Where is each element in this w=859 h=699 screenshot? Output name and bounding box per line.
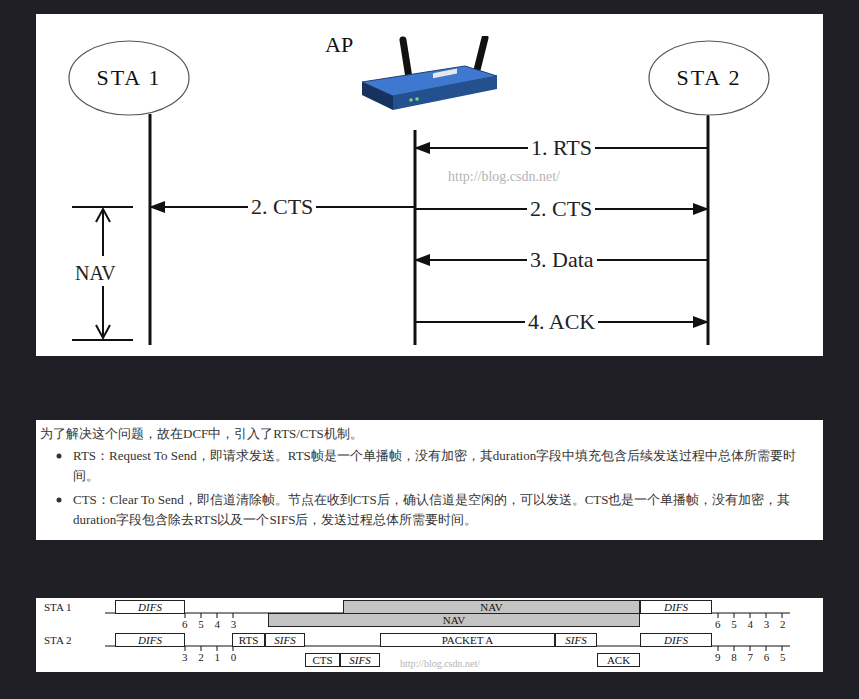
node-text: DIFS xyxy=(138,635,162,646)
nav-bar: NAV xyxy=(343,600,640,614)
sifs-interval: SIFS xyxy=(265,633,305,647)
data-packet: PACKET A xyxy=(380,633,555,647)
message-arrow xyxy=(415,130,708,322)
message-label: 3. Data xyxy=(527,248,597,272)
row-label: STA 1 xyxy=(44,601,72,614)
node-text: SIFS xyxy=(565,635,586,646)
backoff-count: 3 2 1 0 xyxy=(182,651,240,664)
watermark: http://blog.csdn.net/ xyxy=(448,169,560,185)
backoff-count: 6 5 4 3 2 xyxy=(715,618,790,631)
message-label: 4. ACK xyxy=(525,310,598,334)
node-text: AP xyxy=(325,32,353,58)
nav-bracket xyxy=(72,207,133,340)
watermark: http://blog.csdn.net/ xyxy=(400,658,480,670)
station-circle: STA 2 xyxy=(648,40,770,116)
node-text: DIFS xyxy=(664,635,688,646)
nav-bar: NAV xyxy=(268,613,640,627)
backoff-count: 6 5 4 3 xyxy=(182,618,240,631)
access-point: AP xyxy=(325,32,505,130)
sifs-interval: SIFS xyxy=(340,653,380,667)
node-text: SIFS xyxy=(349,655,370,666)
bullet-dots xyxy=(57,454,62,503)
rts-frame: RTS xyxy=(232,633,265,647)
timing-lines xyxy=(105,613,790,651)
station-circle: STA 1 xyxy=(68,40,190,116)
message-arrow xyxy=(415,115,708,260)
node-text: DIFS xyxy=(664,602,688,613)
bullet-text: RTS：Request To Send，即请求发送。RTS帧是一个单播帧，没有加… xyxy=(73,446,813,486)
circle-outline xyxy=(649,41,769,115)
lifelines xyxy=(150,114,708,345)
difs-interval: DIFS xyxy=(115,600,185,614)
circle-outline xyxy=(69,41,189,115)
router-icon xyxy=(347,36,497,116)
message-label: 2. CTS xyxy=(248,195,316,219)
cts-frame: CTS xyxy=(305,653,340,667)
node-text: NAV xyxy=(443,615,465,626)
node-text: NAV xyxy=(480,602,502,613)
difs-interval: DIFS xyxy=(640,633,712,647)
node-text: ACK xyxy=(607,655,630,666)
difs-interval: DIFS xyxy=(640,600,712,614)
intro-text: 为了解决这个问题，故在DCF中，引入了RTS/CTS机制。 xyxy=(40,424,810,444)
backoff-count: 9 8 7 6 5 xyxy=(715,651,790,664)
message-label: 1. RTS xyxy=(528,136,595,160)
node-text: STA 2 xyxy=(676,65,741,91)
difs-interval: DIFS xyxy=(115,633,185,647)
node-text: DIFS xyxy=(138,602,162,613)
nav-label: NAV xyxy=(73,262,118,285)
message-label: 2. CTS xyxy=(527,197,595,221)
node-text: CTS xyxy=(312,655,332,666)
bullet-text: CTS：Clear To Send，即信道清除帧。节点在收到CTS后，确认信道是… xyxy=(73,490,813,530)
node-text: STA 1 xyxy=(96,65,161,91)
node-text: PACKET A xyxy=(442,635,494,646)
sifs-interval: SIFS xyxy=(555,633,597,647)
row-label: STA 2 xyxy=(44,634,72,647)
node-text: SIFS xyxy=(274,635,295,646)
ack-frame: ACK xyxy=(597,653,640,667)
node-text: RTS xyxy=(239,635,259,646)
